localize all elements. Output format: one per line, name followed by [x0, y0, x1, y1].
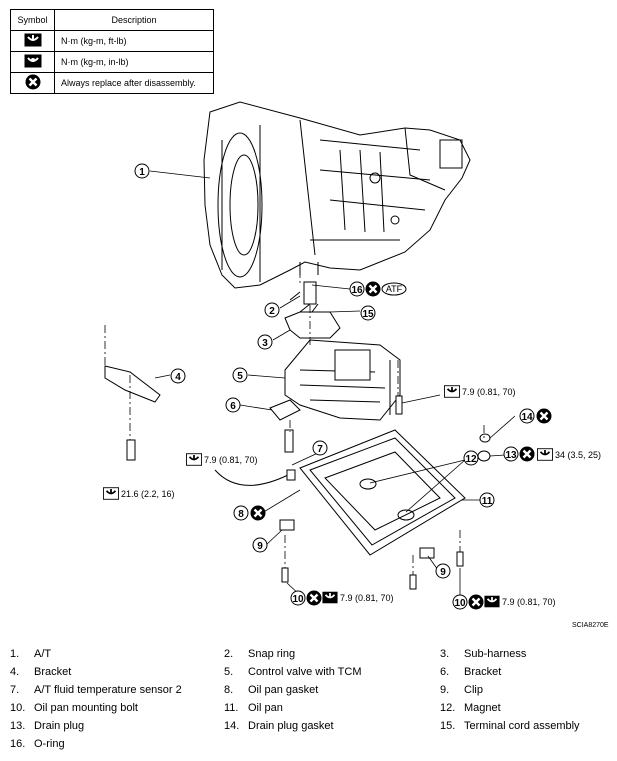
svg-text:14: 14: [521, 412, 533, 423]
callouts: 1 2 3 4 5 6 7 8 9 9 10 10 11 12 13 14 15…: [134, 163, 535, 610]
part-1: 1.A/T: [10, 648, 52, 660]
part-15: 15.Terminal cord assembly: [440, 720, 580, 732]
svg-text:12: 12: [465, 454, 477, 465]
svg-text:1: 1: [139, 167, 145, 178]
svg-text:11: 11: [482, 496, 493, 507]
part-8: 8.Oil pan gasket: [224, 684, 319, 696]
callout-3: 3: [257, 334, 273, 350]
torque-icon-10a: [322, 591, 338, 604]
torque-oil-pan-bolt-right: 7.9 (0.81, 70): [502, 597, 556, 607]
svg-text:2: 2: [269, 306, 275, 317]
part-6: 6.Bracket: [440, 666, 502, 678]
svg-text:7: 7: [317, 444, 323, 455]
callout-13: 13: [503, 446, 519, 462]
torque-bracket-bolt: 21.6 (2.2, 16): [121, 489, 175, 499]
replace-icon-14: [536, 408, 552, 424]
leader-lines: [149, 170, 516, 601]
callout-6: 6: [225, 397, 241, 413]
svg-text:8: 8: [238, 509, 244, 520]
callout-8: 8: [233, 505, 266, 521]
callout-15: 15: [360, 305, 376, 321]
svg-text:13: 13: [505, 450, 517, 461]
callout-1: 1: [134, 163, 150, 179]
part-5: 5.Control valve with TCM: [224, 666, 362, 678]
torque-values: 7.9 (0.81, 70) 7.9 (0.81, 70) 21.6 (2.2,…: [121, 387, 601, 607]
part-16: 16.O-ring: [10, 738, 65, 750]
always-replace-icon: [10, 72, 55, 94]
part-9: 9.Clip: [440, 684, 483, 696]
callout-4: 4: [170, 368, 186, 384]
replace-icon-13: [519, 446, 535, 462]
svg-text:4: 4: [175, 372, 181, 383]
torque-icon-13: [537, 448, 553, 461]
torque-sensor-bolt: 7.9 (0.81, 70): [204, 455, 258, 465]
svg-text:5: 5: [237, 371, 243, 382]
replace-icon-10a: [306, 590, 322, 606]
part-12: 12.Magnet: [440, 702, 501, 714]
torque-wrench-ftlb-icon: [10, 30, 55, 52]
callout-2: 2: [264, 302, 280, 318]
part-4: 4.Bracket: [10, 666, 72, 678]
replace-icon-16: [365, 281, 381, 297]
svg-text:9: 9: [440, 567, 446, 578]
callout-11: 11: [479, 492, 495, 508]
torque-icon-10b: [484, 595, 500, 608]
callout-7: 7: [312, 440, 328, 456]
part-11: 11.Oil pan: [224, 702, 283, 714]
callout-9b: 9: [435, 563, 451, 579]
terminal-cord-group: [284, 281, 341, 339]
transmission-assembly: [203, 101, 471, 289]
svg-text:10: 10: [454, 598, 466, 609]
part-2: 2.Snap ring: [224, 648, 296, 660]
svg-text:6: 6: [230, 401, 236, 412]
callout-9a: 9: [252, 537, 268, 553]
part-10: 10.Oil pan mounting bolt: [10, 702, 138, 714]
exploded-view-diagram: 1 2 3 4 5 6 7 8 9 9 10 10 11 12 13 14 15…: [103, 101, 601, 610]
atf-badge: ATF: [381, 282, 407, 296]
symbol-legend: Symbol Description N·m (kg-m, ft-lb) N·m…: [10, 9, 214, 94]
callout-10a: 10: [290, 590, 306, 606]
callout-14: 14: [519, 408, 535, 424]
svg-text:10: 10: [292, 594, 304, 605]
svg-text:9: 9: [257, 541, 263, 552]
torque-icon-bracket: [103, 487, 119, 500]
oil-pan: [299, 429, 491, 556]
part-14: 14.Drain plug gasket: [224, 720, 334, 732]
svg-text:ATF: ATF: [386, 284, 403, 294]
brackets-and-bolts: [104, 365, 464, 590]
torque-drain-plug: 34 (3.5, 25): [555, 450, 601, 460]
alignment-lines: [104, 270, 485, 575]
part-7: 7.A/T fluid temperature sensor 2: [10, 684, 182, 696]
torque-control-valve-bolt: 7.9 (0.81, 70): [462, 387, 516, 397]
control-valve: [284, 339, 401, 421]
callout-16: 16: [349, 281, 365, 297]
torque-oil-pan-bolt-left: 7.9 (0.81, 70): [340, 593, 394, 603]
svg-text:16: 16: [351, 285, 363, 296]
figure-code: SCIA8270E: [572, 622, 609, 629]
part-3: 3.Sub-harness: [440, 648, 527, 660]
svg-text:15: 15: [362, 309, 374, 320]
torque-icon-sensor: [186, 453, 202, 466]
callout-12: 12: [463, 450, 479, 466]
replace-icon-10b: [468, 594, 484, 610]
torque-icon-control-valve: [444, 385, 460, 398]
part-13: 13.Drain plug: [10, 720, 85, 732]
callout-10b: 10: [452, 594, 468, 610]
svg-text:3: 3: [262, 338, 268, 349]
spec-symbols: ATF: [103, 281, 553, 610]
legend-row-replace: Always replace after disassembly.: [54, 72, 214, 94]
callout-5: 5: [232, 367, 248, 383]
